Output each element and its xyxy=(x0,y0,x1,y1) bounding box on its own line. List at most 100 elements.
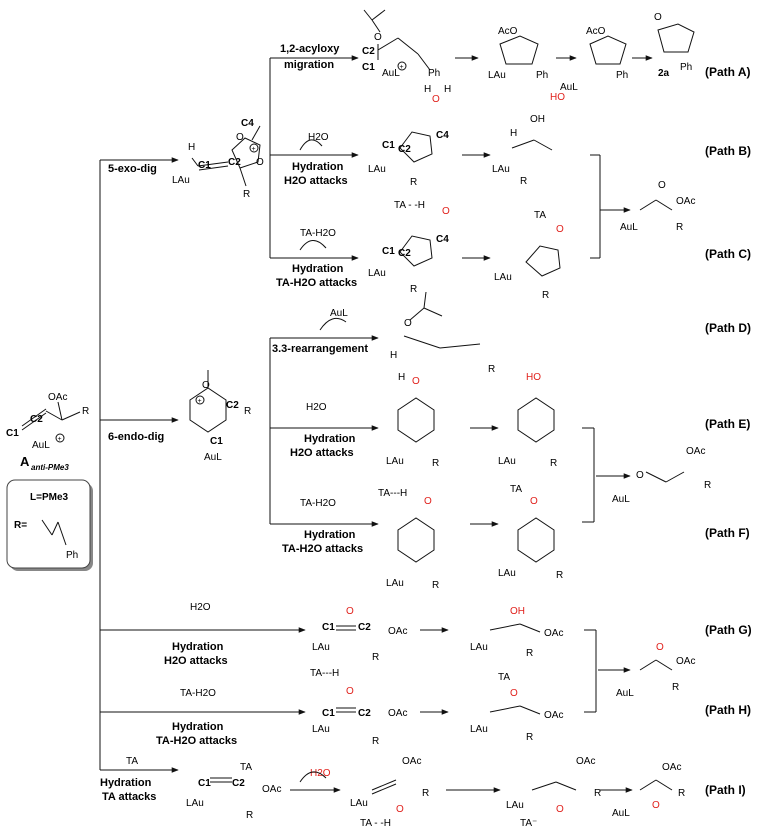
ho-label: HO xyxy=(550,92,565,103)
o-label: O xyxy=(442,206,450,217)
ta-h-label: TA---H xyxy=(310,668,339,679)
o-label: O xyxy=(530,496,538,507)
h2o-reagent-b: H2O xyxy=(308,132,329,143)
exo-dig-label: 5-exo-dig xyxy=(108,163,157,175)
compound-a-subscript: anti-PMe3 xyxy=(31,463,69,472)
ta-h2o-attacks-label-f: TA-H2O attacks xyxy=(282,543,363,555)
c1-label: C1 xyxy=(322,708,335,719)
r-label: R xyxy=(243,189,250,200)
o-label: O xyxy=(412,376,420,387)
r-label: R xyxy=(556,570,563,581)
svg-text:+: + xyxy=(400,64,404,71)
c2-label: C2 xyxy=(228,157,241,168)
r-label: R xyxy=(246,810,253,821)
c2-label: C2 xyxy=(362,46,375,57)
ph-label: Ph xyxy=(428,68,440,79)
ta-reagent-i: TA xyxy=(126,756,138,767)
hydration-label-e: Hydration xyxy=(304,433,356,445)
legend-ph: Ph xyxy=(66,550,78,561)
c1-label: C1 xyxy=(210,436,223,447)
r-label: R xyxy=(488,364,495,375)
path-h-structures: TA-H2O Hydration TA-H2O attacks TA---H O… xyxy=(156,668,563,747)
aul-label: AuL xyxy=(560,82,578,93)
o-label: O xyxy=(510,688,518,699)
c1-label: C1 xyxy=(382,140,395,151)
c4-label: C4 xyxy=(436,234,449,245)
lau-label: LAu xyxy=(470,724,488,735)
h-label: H xyxy=(444,84,451,95)
lau-label: LAu xyxy=(498,456,516,467)
oac-label: OAc xyxy=(544,628,563,639)
hydration-label-c: Hydration xyxy=(292,263,344,275)
ta-h2o-reagent-c: TA-H2O xyxy=(300,228,336,239)
path-label-e: (Path E) xyxy=(705,417,750,431)
hydration-label-b: Hydration xyxy=(292,161,344,173)
r-label: R xyxy=(520,176,527,187)
aul-label: AuL xyxy=(616,688,634,699)
lau-label: LAu xyxy=(368,268,386,279)
legend-l-definition: L=PMe3 xyxy=(30,492,69,503)
lau-label: LAu xyxy=(506,800,524,811)
o-label: O xyxy=(374,32,382,43)
lau-label: LAu xyxy=(312,724,330,735)
path-label-b: (Path B) xyxy=(705,144,751,158)
o-label: O xyxy=(656,642,664,653)
svg-text:+: + xyxy=(252,146,256,153)
o-label: O xyxy=(556,224,564,235)
endo-dig-label: 6-endo-dig xyxy=(108,431,164,443)
r-label: R xyxy=(422,788,429,799)
h2o-reagent-g: H2O xyxy=(190,602,211,613)
oac-label: OAc xyxy=(676,656,695,667)
endo-intermediate: O C2 C1 AuL R + xyxy=(189,370,251,463)
o-label: O xyxy=(396,804,404,815)
oac-label: OAc xyxy=(662,762,681,773)
oac-label: OAc xyxy=(402,756,421,767)
r-label: R xyxy=(432,458,439,469)
hydration-label-h: Hydration xyxy=(172,721,224,733)
c2-label: C2 xyxy=(398,144,411,155)
c2-label: C2 xyxy=(226,400,239,411)
path-label-i: (Path I) xyxy=(705,783,746,797)
r-label: R xyxy=(672,682,679,693)
o-label: O xyxy=(236,132,244,143)
r-label: R xyxy=(244,406,251,417)
ta-h-label: TA---H xyxy=(378,488,407,499)
ta-minus-label: TA⁻ xyxy=(520,818,537,829)
aul-label: AuL xyxy=(612,808,630,819)
path-label-f: (Path F) xyxy=(705,526,750,540)
oh-label: OH xyxy=(510,606,525,617)
h-label: H xyxy=(398,372,405,383)
aul-label: AuL xyxy=(620,222,638,233)
path-f-structures: TA---H O LAu R TA O LAu R xyxy=(378,484,563,591)
r-label: R xyxy=(678,788,685,799)
lau-label: LAu xyxy=(312,642,330,653)
r-label: R xyxy=(410,284,417,295)
svg-text:+: + xyxy=(58,436,62,443)
r-label: R xyxy=(676,222,683,233)
ta-label: TA xyxy=(534,210,546,221)
lau-label: LAu xyxy=(172,175,190,186)
oac-label: OAc xyxy=(48,392,67,403)
oac-label: OAc xyxy=(544,710,563,721)
path-label-g: (Path G) xyxy=(705,623,752,637)
h-label: H xyxy=(390,350,397,361)
o-label: O xyxy=(256,157,264,168)
ph-label: Ph xyxy=(680,62,692,73)
path-b-structures: O H H C4 C2 C1 LAu R OH HO R LAu H xyxy=(368,84,601,259)
ta-h2o-attacks-label-c: TA-H2O attacks xyxy=(276,277,357,289)
path-e-structures: H O LAu R HO LAu R AuL O OAc R xyxy=(386,372,711,523)
hydration-label-f: Hydration xyxy=(304,529,356,541)
c1-label: C1 xyxy=(362,62,375,73)
hydration-label-i: Hydration xyxy=(100,777,152,789)
hydration-label-g: Hydration xyxy=(172,641,224,653)
c4-label: C4 xyxy=(436,130,449,141)
lau-label: LAu xyxy=(470,642,488,653)
c2-label: C2 xyxy=(30,414,43,425)
ph-label: Ph xyxy=(616,70,628,81)
h-label: H xyxy=(424,84,431,95)
h2o-reagent-e: H2O xyxy=(306,402,327,413)
oh-label: OH xyxy=(530,114,545,125)
oac-label: OAc xyxy=(576,756,595,767)
path-label-c: (Path C) xyxy=(705,247,751,261)
